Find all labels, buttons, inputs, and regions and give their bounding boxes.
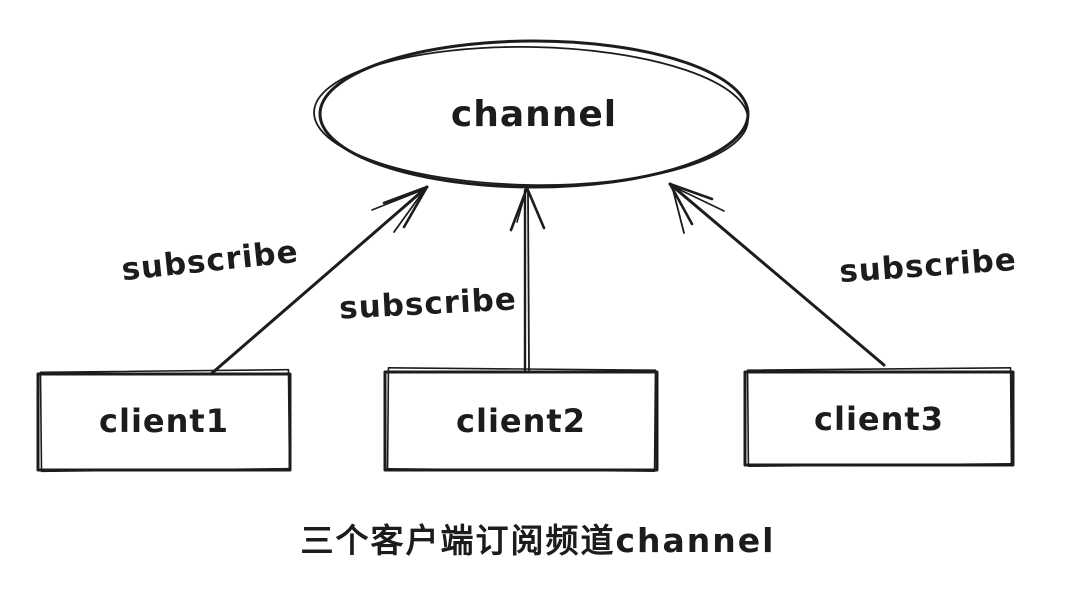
arrow-client3-to-channel (668, 182, 886, 367)
client1-label: client1 (99, 402, 229, 440)
client1-box (36, 368, 292, 473)
channel-ellipse (313, 39, 750, 189)
client3-label: client3 (814, 400, 944, 438)
client2-box (383, 367, 659, 472)
client2-label: client2 (456, 402, 586, 440)
client3-box (743, 367, 1015, 467)
diagram-caption: 三个客户端订阅频道channel (300, 521, 776, 560)
arrow-client1-to-channel (209, 185, 429, 376)
channel-label: channel (450, 94, 618, 135)
arrow-client2-to-channel (509, 186, 546, 372)
